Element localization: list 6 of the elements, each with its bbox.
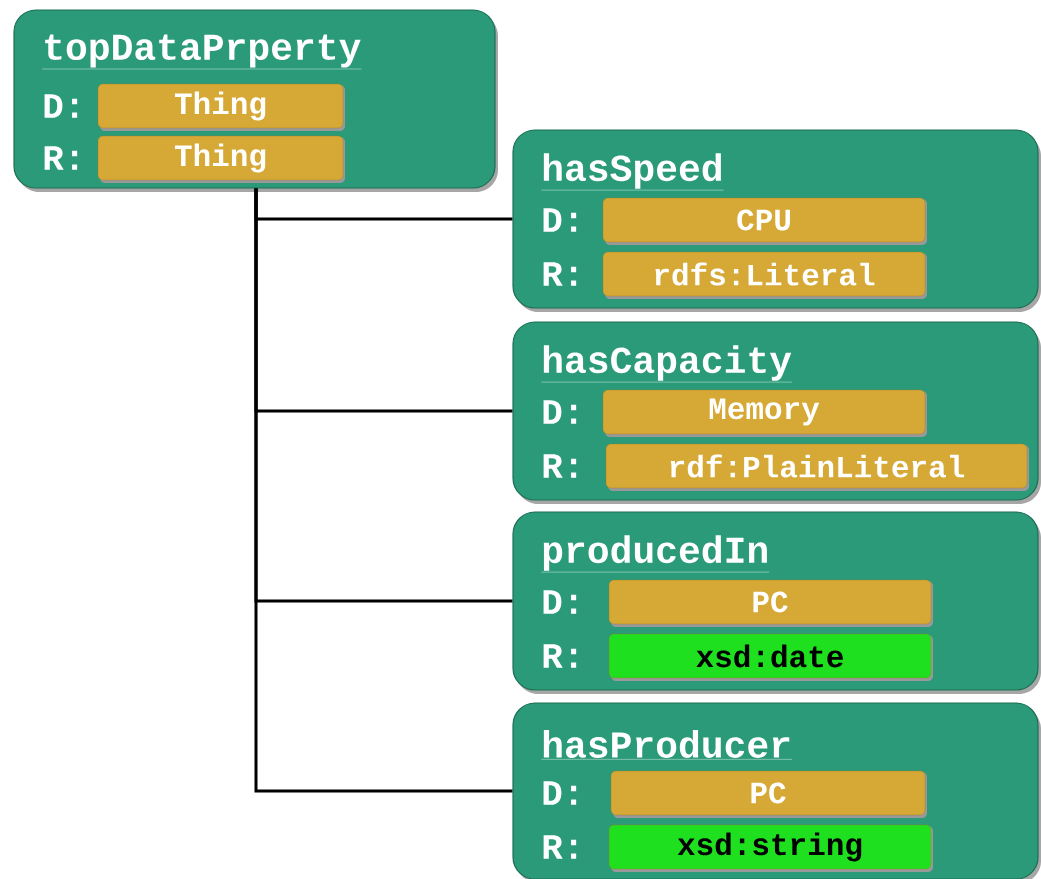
row-label: R: [44,146,78,170]
property-name: topDataPrperty [42,34,362,70]
value-pill: Thing [97,135,345,183]
value-pill: Thing [97,83,345,131]
connector-line [254,188,513,793]
row-label: D: [44,94,78,118]
